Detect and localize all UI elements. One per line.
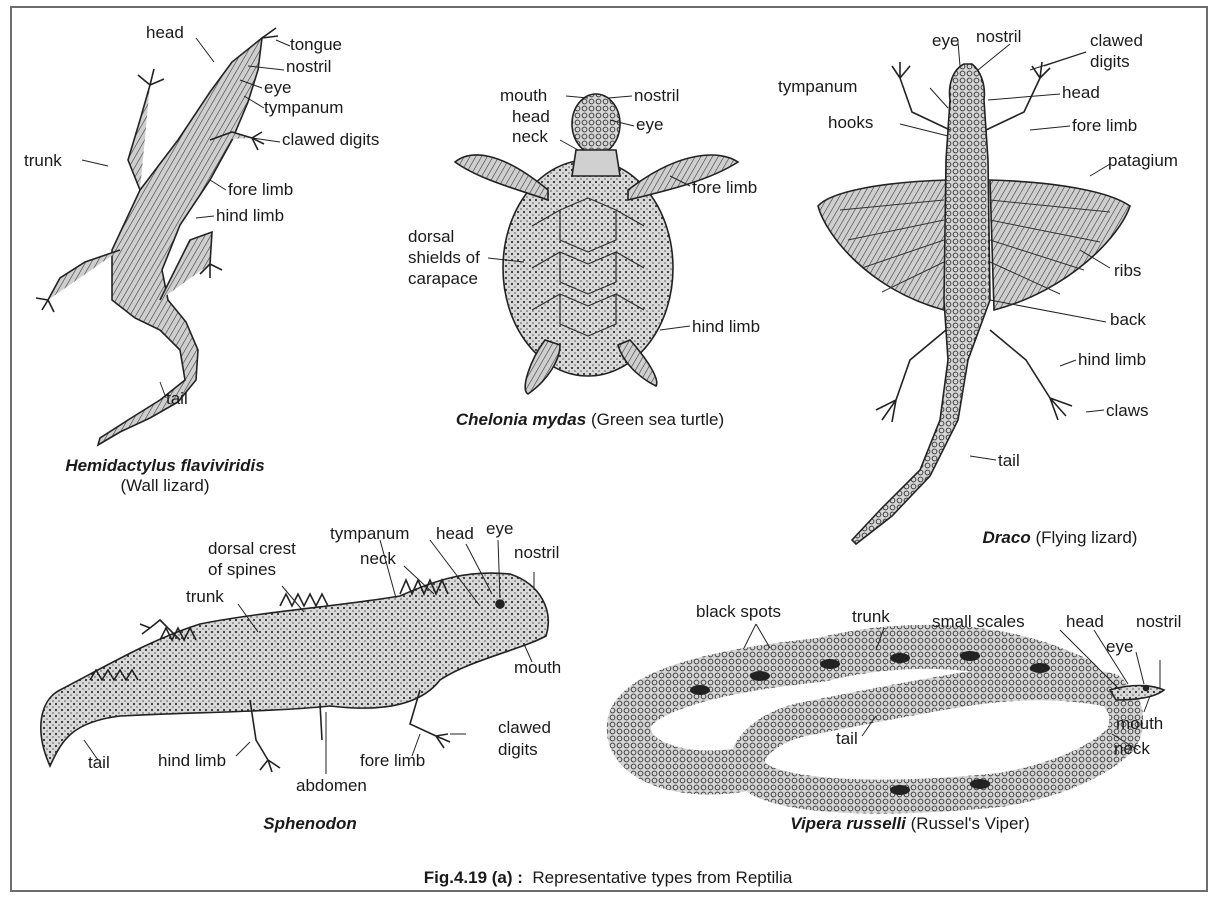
sphenodon-label-dorsal-2: of spines [208,561,276,579]
draco-label-clawed-2: digits [1090,53,1130,71]
sphenodon-label-abdomen: abdomen [296,777,367,795]
turtle-label-dorsal-3: carapace [408,270,478,288]
turtle-common-name: (Green sea turtle) [591,410,724,429]
draco-label-hind-limb: hind limb [1078,351,1146,369]
viper-label-black-spots: black spots [696,603,781,621]
turtle-caption: Chelonia mydas (Green sea turtle) [400,410,780,430]
viper-label-eye: eye [1106,638,1133,656]
wall-lizard-label-clawed-digits: clawed digits [282,131,379,149]
turtle-label-dorsal-2: shields of [408,249,480,267]
draco-label-tail: tail [998,452,1020,470]
wall-lizard-label-eye: eye [264,79,291,97]
figure-caption: Fig.4.19 (a) : Representative types from… [0,868,1216,888]
sphenodon-label-trunk: trunk [186,588,224,606]
figure-number: Fig.4.19 (a) : [424,868,523,887]
draco-label-tympanum: tympanum [778,78,857,96]
sphenodon-caption: Sphenodon [200,814,420,834]
wall-lizard-label-hind-limb: hind limb [216,207,284,225]
sphenodon-label-nostril: nostril [514,544,559,562]
sphenodon-label-tail: tail [88,754,110,772]
wall-lizard-label-nostril: nostril [286,58,331,76]
figure-title: Representative types from Reptilia [532,868,792,887]
sphenodon-sci-name: Sphenodon [263,814,356,833]
draco-label-claws: claws [1106,402,1149,420]
sphenodon-label-fore-limb: fore limb [360,752,425,770]
viper-label-tail: tail [836,730,858,748]
sphenodon-label-mouth: mouth [514,659,561,677]
draco-label-head: head [1062,84,1100,102]
sphenodon-label-head: head [436,525,474,543]
viper-common-name: (Russel's Viper) [911,814,1030,833]
turtle-label-mouth: mouth [500,87,547,105]
wall-lizard-label-tongue: tongue [290,36,342,54]
sphenodon-label-hind-limb: hind limb [158,752,226,770]
viper-label-small-scales: small scales [932,613,1025,631]
draco-label-eye: eye [932,32,959,50]
viper-label-mouth: mouth [1116,715,1163,733]
turtle-label-dorsal-1: dorsal [408,228,454,246]
wall-lizard-label-tail: tail [166,390,188,408]
wall-lizard-drawing [36,28,278,445]
sphenodon-label-clawed-1: clawed [498,719,551,737]
sphenodon-label-eye: eye [486,520,513,538]
turtle-label-hind-limb: hind limb [692,318,760,336]
viper-caption: Vipera russelli (Russel's Viper) [720,814,1100,834]
wall-lizard-label-head: head [146,24,184,42]
wall-lizard-sci-name: Hemidactylus flaviviridis [65,456,264,475]
wall-lizard-label-fore-limb: fore limb [228,181,293,199]
sphenodon-label-dorsal-1: dorsal crest [208,540,296,558]
draco-label-hooks: hooks [828,114,873,132]
sphenodon-drawing [41,573,548,772]
sphenodon-label-clawed-2: digits [498,741,538,759]
draco-label-ribs: ribs [1114,262,1141,280]
viper-label-nostril: nostril [1136,613,1181,631]
turtle-drawing [455,94,738,394]
viper-label-head: head [1066,613,1104,631]
turtle-label-nostril: nostril [634,87,679,105]
draco-label-back: back [1110,311,1146,329]
viper-label-trunk: trunk [852,608,890,626]
turtle-label-neck: neck [512,128,548,146]
draco-sci-name: Draco [983,528,1031,547]
draco-label-clawed-1: clawed [1090,32,1143,50]
draco-label-fore-limb: fore limb [1072,117,1137,135]
sphenodon-label-tympanum: tympanum [330,525,409,543]
viper-sci-name: Vipera russelli [790,814,906,833]
turtle-label-fore-limb: fore limb [692,179,757,197]
draco-caption: Draco (Flying lizard) [930,528,1190,548]
viper-label-neck: neck [1114,740,1150,758]
sphenodon-label-neck: neck [360,550,396,568]
draco-common-name: (Flying lizard) [1035,528,1137,547]
viper-drawing [629,647,1164,797]
turtle-label-eye: eye [636,116,663,134]
draco-label-nostril: nostril [976,28,1021,46]
turtle-sci-name: Chelonia mydas [456,410,586,429]
wall-lizard-label-tympanum: tympanum [264,99,343,117]
draco-label-patagium: patagium [1108,152,1178,170]
wall-lizard-label-trunk: trunk [24,152,62,170]
turtle-label-head: head [512,108,550,126]
wall-lizard-caption: Hemidactylus flaviviridis (Wall lizard) [30,456,300,496]
wall-lizard-common-name: (Wall lizard) [120,476,209,495]
